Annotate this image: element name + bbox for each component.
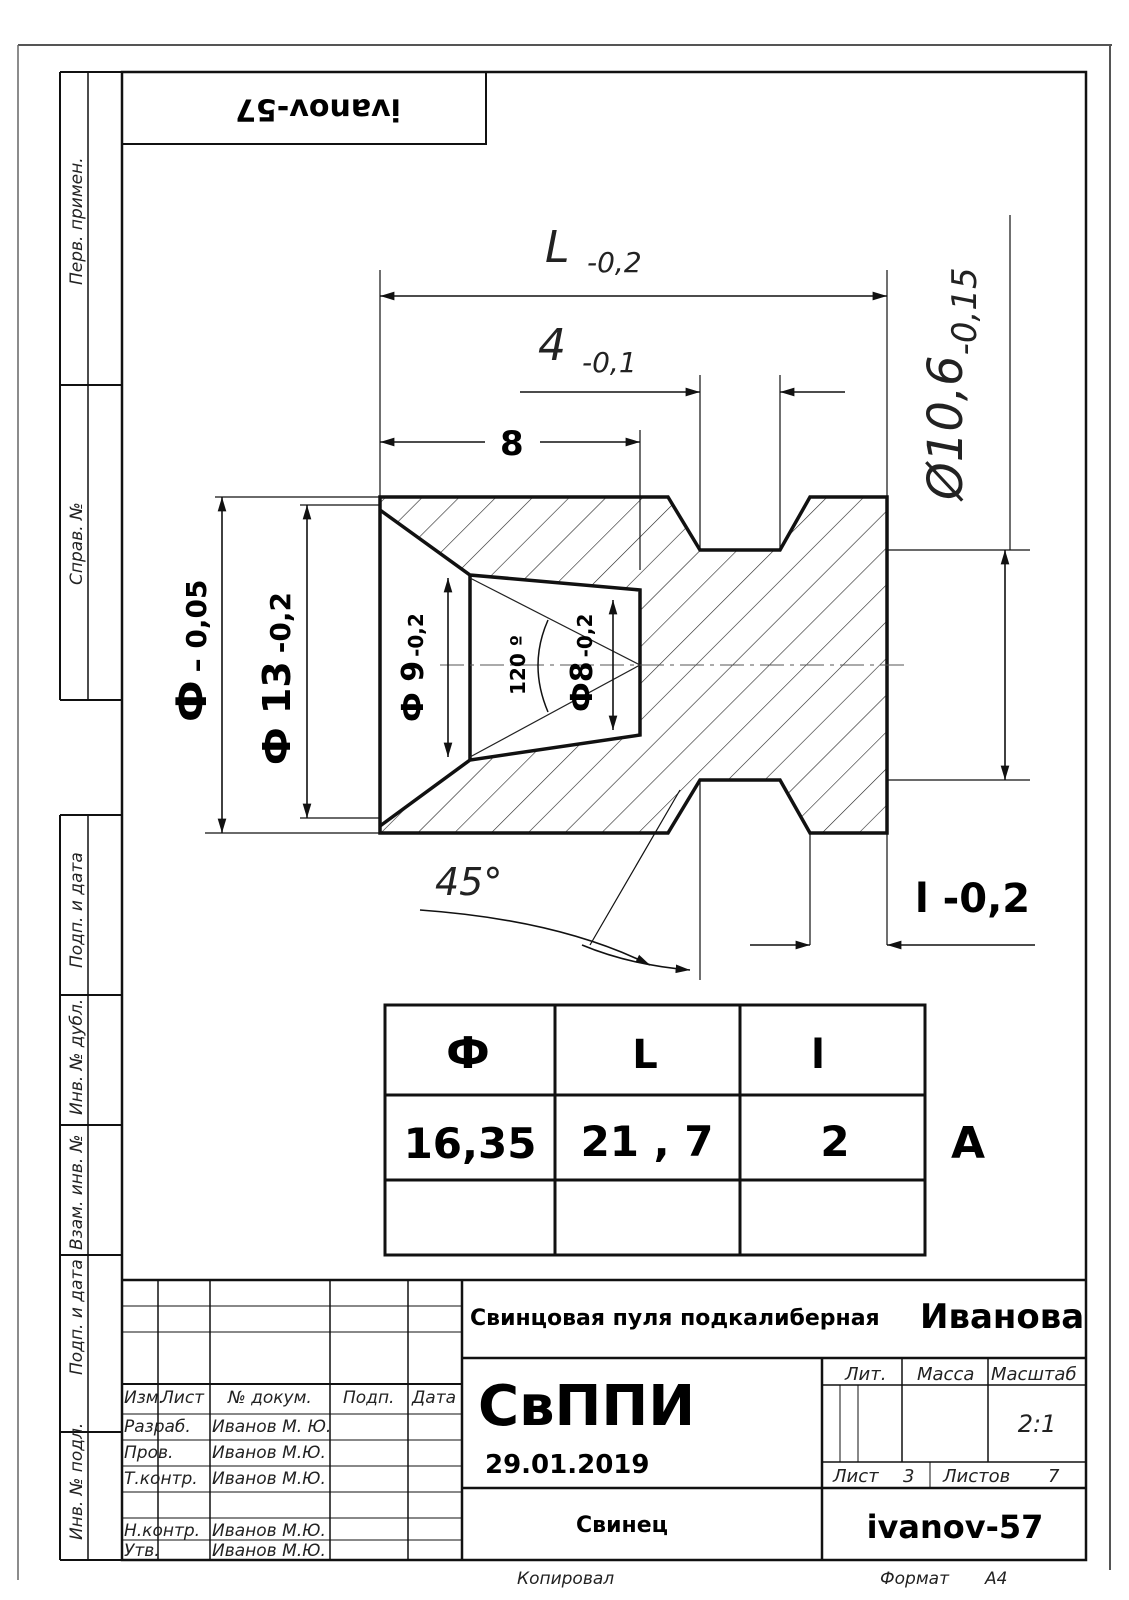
dim-8: 8 [500, 424, 524, 464]
row-prov: Пров. [124, 1443, 173, 1463]
label-massa: Масса [917, 1364, 974, 1385]
footer-kopiroval: Копировал [517, 1569, 614, 1589]
row-razrab: Разраб. [124, 1417, 191, 1437]
dim-L-tol: -0,2 [587, 246, 642, 279]
name-utv: Иванов М.Ю. [212, 1541, 326, 1561]
table-header-l: l [811, 1032, 825, 1078]
dim-phi13: Ф 13-0,2 [255, 592, 299, 765]
col-list: Лист [160, 1388, 205, 1408]
col-ndokum: № докум. [227, 1388, 312, 1408]
side-label-sprav-no: Справ. № [67, 502, 87, 585]
name-nkontr: Иванов М.Ю. [212, 1521, 326, 1541]
dim-4-tol: -0,1 [582, 346, 637, 379]
dim-d10-6: Ø10,6-0,15 [918, 267, 985, 502]
author-name: Иванова [920, 1297, 1084, 1337]
row-nkontr: Н.контр. [124, 1521, 200, 1541]
table-header-phi: Ф [446, 1028, 490, 1079]
scale-value: 2:1 [1018, 1410, 1057, 1438]
dim-phi: Ф– 0,05 [167, 580, 216, 723]
stamp-code-rotated: ivanov-57 [235, 92, 401, 127]
label-listov: Листов [942, 1466, 1010, 1487]
product-name: Свинцовая пуля подкалиберная [470, 1306, 880, 1331]
material: Свинец [576, 1513, 668, 1538]
doc-code: ivanov-57 [867, 1508, 1044, 1546]
dim-4: 4 [538, 320, 566, 371]
dim-phi8: Ф8-0,2 [565, 614, 600, 712]
table-header-L: L [632, 1032, 658, 1078]
table-cell-L: 21 , 7 [581, 1117, 714, 1166]
col-data: Дата [411, 1388, 456, 1408]
sheet-frame [17, 44, 1112, 1580]
side-label-inv-podl: Инв. № подл. [67, 1423, 87, 1540]
side-label-inv-dubl: Инв. № дубл. [67, 999, 87, 1115]
designation: СвППИ [478, 1374, 695, 1439]
extension-lines [205, 215, 1030, 980]
label-lit: Лит. [844, 1364, 886, 1385]
dim-phi9: Ф 9-0,2 [396, 613, 431, 722]
table-cell-phi: 16,35 [404, 1119, 537, 1168]
side-label-podp-data-1: Подп. и дата [67, 852, 87, 968]
dim-angle-120: 120 º [506, 635, 530, 695]
side-label-podp-data-2: Подп. и дата [67, 1259, 87, 1375]
label-list: Лист [832, 1466, 879, 1487]
part-section [378, 495, 905, 835]
row-utv: Утв. [124, 1541, 160, 1561]
table-cell-l: 2 [820, 1117, 849, 1166]
side-label-perv-primen: Перв. примен. [67, 157, 87, 285]
side-label-vzam-inv: Взам. инв. № [67, 1135, 87, 1250]
footer-format: Формат [880, 1569, 950, 1589]
label-masshtab: Масштаб [991, 1364, 1077, 1385]
title-block-grid [122, 1278, 1086, 1560]
dimension-lines [217, 291, 1035, 974]
name-prov: Иванов М.Ю. [212, 1443, 326, 1463]
table-variant: A [951, 1118, 985, 1169]
row-tkontr: Т.контр. [124, 1469, 198, 1489]
name-razrab: Иванов М. Ю. [212, 1417, 331, 1437]
dim-l-tol: l -0,2 [915, 876, 1030, 922]
dim-angle-45: 45° [435, 860, 502, 904]
name-tkontr: Иванов М.Ю. [212, 1469, 326, 1489]
col-podp: Подп. [343, 1388, 394, 1408]
drawing-date: 29.01.2019 [485, 1450, 649, 1480]
dim-L: L [545, 222, 570, 273]
col-izm: Изм. [124, 1388, 164, 1408]
list-number: 3 [903, 1466, 914, 1487]
footer-format-value: А4 [984, 1569, 1007, 1589]
param-table [383, 1003, 927, 1257]
listov-number: 7 [1048, 1466, 1060, 1487]
